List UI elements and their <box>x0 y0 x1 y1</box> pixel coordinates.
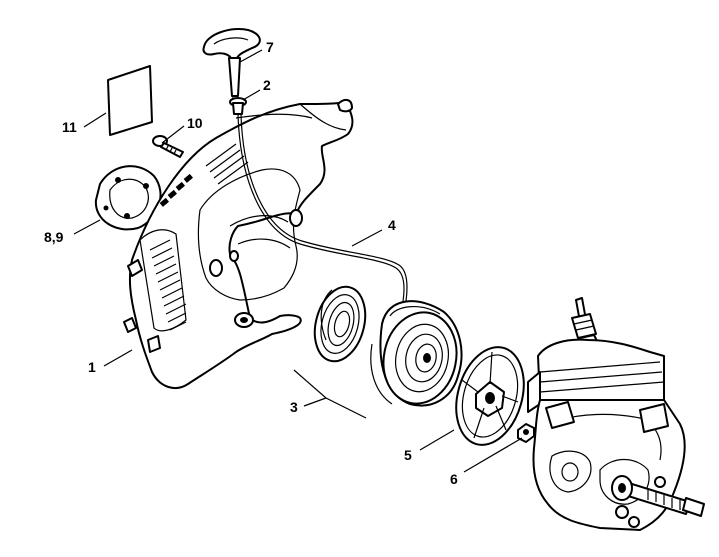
part-driver-plate <box>455 346 525 446</box>
callout-8-9: 8,9 <box>44 229 64 245</box>
part-label-sticker <box>107 65 153 136</box>
part-nut <box>517 423 535 443</box>
part-starter-grip <box>202 28 261 99</box>
leader-5 <box>419 429 455 451</box>
part-rope-guide-bushing <box>229 97 247 115</box>
leader-2 <box>242 89 261 101</box>
part-screw <box>152 135 184 158</box>
callout-leaders <box>73 49 523 473</box>
leader-89 <box>73 219 101 235</box>
callout-5: 5 <box>404 447 412 463</box>
leader-4 <box>351 229 383 247</box>
engine-cylinder <box>527 297 705 531</box>
callout-7: 7 <box>266 39 274 55</box>
part-fan-housing <box>123 98 354 389</box>
callout-11: 11 <box>62 119 77 135</box>
callout-3: 3 <box>290 399 298 415</box>
part-rope-rotor <box>370 300 463 407</box>
callout-6: 6 <box>450 471 458 487</box>
leader-1 <box>103 349 133 367</box>
part-starter-rope <box>237 113 408 317</box>
leader-7 <box>239 49 263 63</box>
callout-1: 1 <box>88 359 96 375</box>
leader-6 <box>463 437 523 473</box>
leader-10 <box>161 125 185 144</box>
leader-3-a <box>293 369 367 419</box>
leader-3-b <box>303 397 327 407</box>
callout-2: 2 <box>263 77 271 93</box>
callout-10: 10 <box>187 115 203 131</box>
leader-11 <box>83 112 107 128</box>
callout-4: 4 <box>388 217 396 233</box>
callout-labels: 7 2 11 10 8,9 4 1 3 5 6 <box>44 39 458 487</box>
part-rewind-spring <box>313 285 367 363</box>
